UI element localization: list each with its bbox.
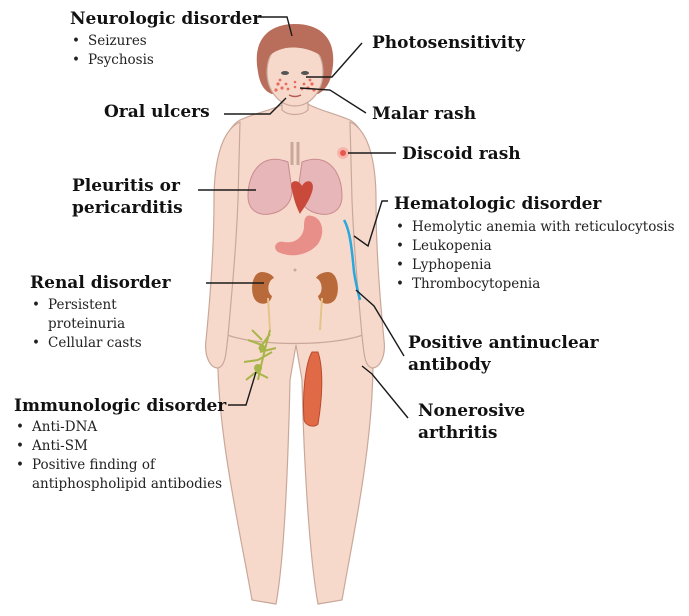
immunologic-title: Immunologic disorder bbox=[14, 395, 226, 417]
renal-list: Persistent proteinuria Cellular casts bbox=[30, 296, 190, 353]
ana-label: Positive antinuclear antibody bbox=[408, 332, 608, 376]
hematologic-item: Leukopenia bbox=[394, 237, 675, 256]
nonerosive-label: Nonerosive arthritis bbox=[418, 400, 538, 444]
neurologic-item: Seizures bbox=[70, 32, 154, 51]
immunologic-item: Anti-DNA bbox=[14, 418, 252, 437]
oral-ulcers-label: Oral ulcers bbox=[104, 101, 210, 123]
malar-rash-label: Malar rash bbox=[372, 103, 476, 125]
neurologic-title: Neurologic disorder bbox=[70, 8, 261, 30]
hematologic-item: Lyphopenia bbox=[394, 256, 675, 275]
hematologic-item: Thrombocytopenia bbox=[394, 275, 675, 294]
photosensitivity-label: Photosensitivity bbox=[372, 32, 525, 54]
hematologic-title: Hematologic disorder bbox=[394, 193, 601, 215]
immunologic-list: Anti-DNA Anti-SM Positive finding of ant… bbox=[14, 418, 252, 494]
renal-item: Persistent proteinuria bbox=[30, 296, 158, 334]
hematologic-list: Hemolytic anemia with reticulocytosis Le… bbox=[394, 218, 675, 294]
pleuritis-label: Pleuritis or pericarditis bbox=[72, 175, 192, 219]
neurologic-item: Psychosis bbox=[70, 51, 154, 70]
discoid-rash-label: Discoid rash bbox=[402, 143, 521, 165]
hematologic-item: Hemolytic anemia with reticulocytosis bbox=[394, 218, 675, 237]
immunologic-item: Anti-SM bbox=[14, 437, 252, 456]
renal-item: Cellular casts bbox=[30, 334, 190, 353]
body-silhouette bbox=[206, 24, 385, 604]
immunologic-item: Positive finding of antiphospholipid ant… bbox=[14, 456, 252, 494]
neurologic-list: Seizures Psychosis bbox=[70, 32, 154, 70]
discoid-rash bbox=[337, 147, 349, 159]
renal-title: Renal disorder bbox=[30, 272, 171, 294]
